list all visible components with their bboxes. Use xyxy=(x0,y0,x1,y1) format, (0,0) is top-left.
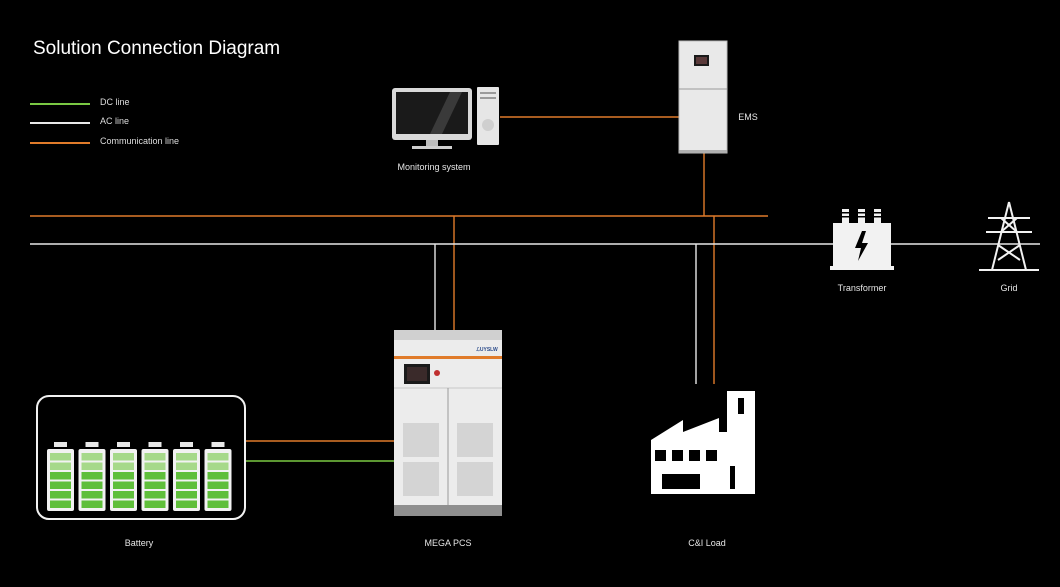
communication-lines xyxy=(30,116,768,442)
diagram-title: Solution Connection Diagram xyxy=(33,38,281,59)
grid-label: Grid xyxy=(1000,283,1018,293)
transformer-icon xyxy=(830,209,894,270)
battery-cell xyxy=(78,442,106,511)
legend-swatch-comm xyxy=(30,142,90,144)
monitoring-label: Monitoring system xyxy=(397,162,471,172)
legend-label-dc: DC line xyxy=(100,97,130,107)
computer-icon xyxy=(392,87,499,149)
battery-cell xyxy=(141,442,169,511)
pcs-cabinet-icon xyxy=(394,330,502,516)
pcs-label: MEGA PCS xyxy=(424,538,472,548)
factory-icon xyxy=(651,391,755,494)
battery-cell xyxy=(47,442,74,511)
legend-label-ac: AC line xyxy=(100,116,130,126)
battery-rack-icon xyxy=(36,395,246,520)
ems-label: EMS xyxy=(738,112,758,122)
pcs-brand-logo: ℒUYSLW xyxy=(476,347,498,353)
load-label: C&I Load xyxy=(688,538,726,548)
transformer-label: Transformer xyxy=(837,283,887,293)
power-tower-icon xyxy=(979,201,1039,271)
battery-label: Battery xyxy=(124,538,154,548)
legend-label-comm: Communication line xyxy=(100,136,180,146)
legend-swatch-dc xyxy=(30,103,90,105)
battery-cell xyxy=(204,442,232,511)
legend-swatch-ac xyxy=(30,122,90,124)
ems-cabinet-icon xyxy=(678,40,728,154)
battery-cell xyxy=(110,442,137,511)
battery-cell xyxy=(173,442,200,511)
